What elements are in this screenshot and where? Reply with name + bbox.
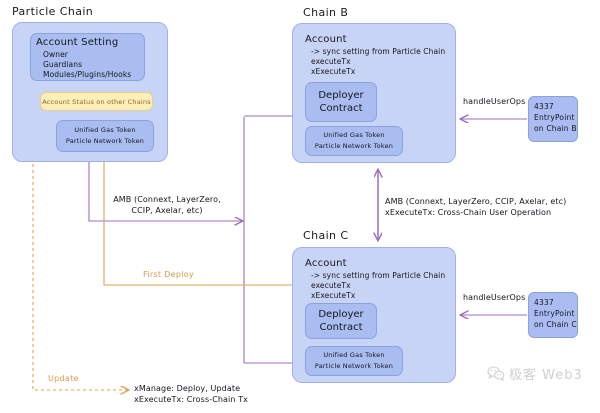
wechat-icon xyxy=(487,366,505,381)
chain-c-deployer-line2: Contract xyxy=(319,322,363,333)
chain-c-entrypoint-line1: 4337 xyxy=(534,298,554,307)
account-setting-heading: Account Setting xyxy=(36,37,119,48)
chain-b-entrypoint-line2: EntryPoint xyxy=(534,113,575,122)
account-setting-line-owner: Owner xyxy=(43,50,68,59)
particle-token-line1: Unified Gas Token xyxy=(74,126,136,134)
chain-b-account-line-xexecutetx: xExecuteTx xyxy=(311,67,356,76)
chain-b-deployer-line1: Deployer xyxy=(318,90,364,101)
chain-c-token-line1: Unified Gas Token xyxy=(323,351,385,359)
chain-c-entrypoint-line2: EntryPoint xyxy=(534,309,575,318)
amb-right-label-line1: AMB (Connext, LayerZero, CCIP, Axelar, e… xyxy=(385,197,567,206)
chain-c-account-heading: Account xyxy=(305,258,347,269)
chain-b-account-line-sync: -> sync setting from Particle Chain xyxy=(311,47,446,56)
legend-line-xexecutetx: xExecuteTx: Cross-Chain Tx xyxy=(134,395,249,404)
chain-c-token-line2: Particle Network Token xyxy=(314,362,394,370)
amb-left-label-line2: CCIP, Axelar, etc) xyxy=(131,206,203,215)
chain-b-account-heading: Account xyxy=(305,34,347,45)
chain-c-handleuserops-label: handleUserOps xyxy=(463,293,526,302)
particle-token-line2: Particle Network Token xyxy=(65,137,145,145)
chain-c-account-line-executetx: executeTx xyxy=(311,281,351,290)
chain-b-account-line-executetx: executeTx xyxy=(311,57,351,66)
chain-b-entrypoint-box[interactable] xyxy=(528,96,578,142)
amb-left-label-line1: AMB (Connext, LayerZero, xyxy=(113,195,221,204)
account-setting-line-guardians: Guardians xyxy=(43,60,83,69)
chain-b-deployer-box[interactable]: Deployer Contract xyxy=(305,82,377,122)
legend-line-xmanage: xManage: Deploy, Update xyxy=(134,384,241,393)
chain-b-token-box[interactable]: Unified Gas Token Particle Network Token xyxy=(305,126,403,156)
watermark: 极客 Web3 xyxy=(487,364,583,383)
chain-c-entrypoint-box[interactable] xyxy=(528,292,578,338)
chain-c-account-line-xexecutetx: xExecuteTx xyxy=(311,291,356,300)
chain-b-token-line2: Particle Network Token xyxy=(314,142,394,150)
chain-c-account-line-sync: -> sync setting from Particle Chain xyxy=(311,271,446,280)
chain-c-deployer-box[interactable]: Deployer Contract xyxy=(305,303,377,339)
particle-chain-title: Particle Chain xyxy=(12,5,94,18)
first-deploy-label: First Deploy xyxy=(143,270,194,279)
account-status-label: Account Status on other Chains xyxy=(42,97,151,106)
chain-c-token-box[interactable]: Unified Gas Token Particle Network Token xyxy=(305,346,403,376)
watermark-text: 极客 Web3 xyxy=(509,368,583,383)
chain-b-token-line1: Unified Gas Token xyxy=(323,131,385,139)
chain-c-entrypoint-line3: on Chain C xyxy=(534,320,577,329)
chain-c-deployer-line1: Deployer xyxy=(318,309,364,320)
account-setting-line-modules: Modules/Plugins/Hooks xyxy=(43,70,132,79)
update-label: Update xyxy=(48,374,79,383)
account-status-box[interactable]: Account Status on other Chains xyxy=(40,92,153,111)
chain-c-title: Chain C xyxy=(303,229,349,242)
chain-b-deployer-line2: Contract xyxy=(319,103,363,114)
chain-b-handleuserops-label: handleUserOps xyxy=(463,97,526,106)
particle-token-box[interactable]: Unified Gas Token Particle Network Token xyxy=(56,120,154,152)
chain-b-entrypoint-line3: on Chain B xyxy=(534,124,577,133)
chain-b-entrypoint-line1: 4337 xyxy=(534,102,554,111)
chain-b-title: Chain B xyxy=(303,6,349,19)
amb-right-label-line2: xExecuteTx: Cross-Chain User Operation xyxy=(385,208,552,217)
account-setting-box[interactable] xyxy=(30,33,145,81)
